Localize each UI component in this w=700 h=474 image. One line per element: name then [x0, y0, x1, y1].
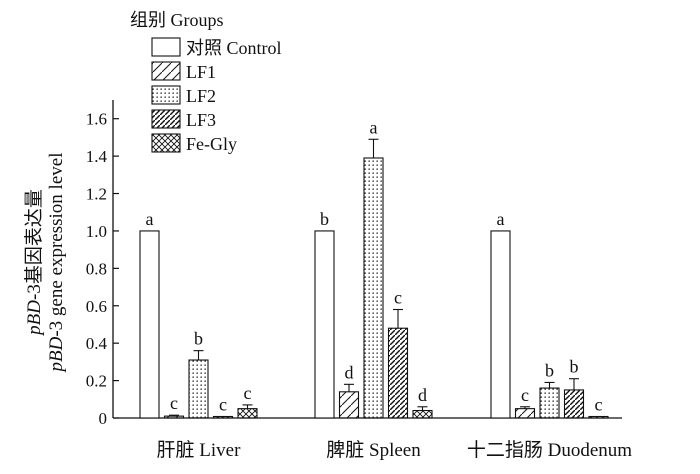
- y-tick-label: 0.6: [86, 297, 107, 316]
- x-category-label: 肝脏 Liver: [157, 439, 242, 461]
- significance-label: a: [370, 117, 378, 137]
- y-tick-label: 1.0: [86, 222, 107, 241]
- y-tick-label: 0.8: [86, 259, 107, 278]
- significance-label: c: [521, 385, 529, 405]
- x-category-label: 十二指肠 Duodenum: [467, 439, 632, 461]
- legend-swatch: [151, 85, 181, 105]
- significance-label: d: [345, 362, 354, 382]
- legend-swatch: [151, 37, 181, 57]
- y-tick-label: 1.2: [86, 185, 107, 204]
- significance-label: c: [219, 395, 227, 415]
- significance-label: c: [244, 383, 252, 403]
- legend-label: LF2: [186, 86, 216, 106]
- legend-swatch: [151, 109, 181, 129]
- bar: [363, 157, 384, 419]
- y-tick-label: 0.2: [86, 372, 107, 391]
- significance-label: c: [595, 395, 603, 415]
- legend-label: 对照 Control: [186, 38, 282, 58]
- bar: [314, 230, 335, 419]
- bar: [563, 389, 585, 419]
- x-category-label: 脾脏 Spleen: [326, 439, 421, 461]
- y-axis: 0 0.2 0.4 0.6 0.8 1.0 1.2 1.4 1.6: [86, 100, 119, 428]
- significance-label: d: [418, 385, 427, 405]
- bar: [163, 415, 185, 419]
- legend-swatch: [151, 133, 181, 153]
- significance-label: c: [394, 288, 402, 308]
- x-axis: 肝脏 Liver 脾脏 Spleen 十二指肠 Duodenum: [113, 417, 632, 461]
- bar: [514, 408, 536, 419]
- bar: [139, 230, 160, 419]
- bar: [490, 230, 511, 419]
- legend-swatch: [151, 61, 181, 81]
- significance-label: a: [497, 209, 505, 229]
- y-tick-label: 0: [99, 409, 108, 428]
- legend-label: Fe-Gly: [186, 134, 237, 154]
- bar: [412, 409, 433, 419]
- significance-label: a: [146, 209, 154, 229]
- bar: [387, 327, 409, 419]
- y-axis-title-cn: pBD-3基因表达量: [23, 189, 45, 337]
- significance-label: b: [194, 329, 203, 349]
- bar: [588, 415, 609, 419]
- y-tick-label: 0.4: [86, 334, 108, 353]
- bar: [212, 415, 234, 419]
- y-axis-title-en: pBD-3 gene expression level: [46, 153, 67, 374]
- significance-label: b: [320, 209, 329, 229]
- bar: [237, 408, 258, 419]
- bar: [338, 391, 360, 419]
- legend-label: LF1: [186, 62, 216, 82]
- bar: [539, 387, 560, 419]
- significance-label: b: [570, 357, 579, 377]
- significance-label: b: [545, 360, 554, 380]
- bar: [188, 359, 209, 419]
- y-tick-label: 1.6: [86, 110, 107, 129]
- y-tick-label: 1.4: [86, 147, 108, 166]
- legend-title: 组别 Groups: [130, 10, 224, 30]
- significance-label: c: [170, 393, 178, 413]
- legend-label: LF3: [186, 110, 216, 130]
